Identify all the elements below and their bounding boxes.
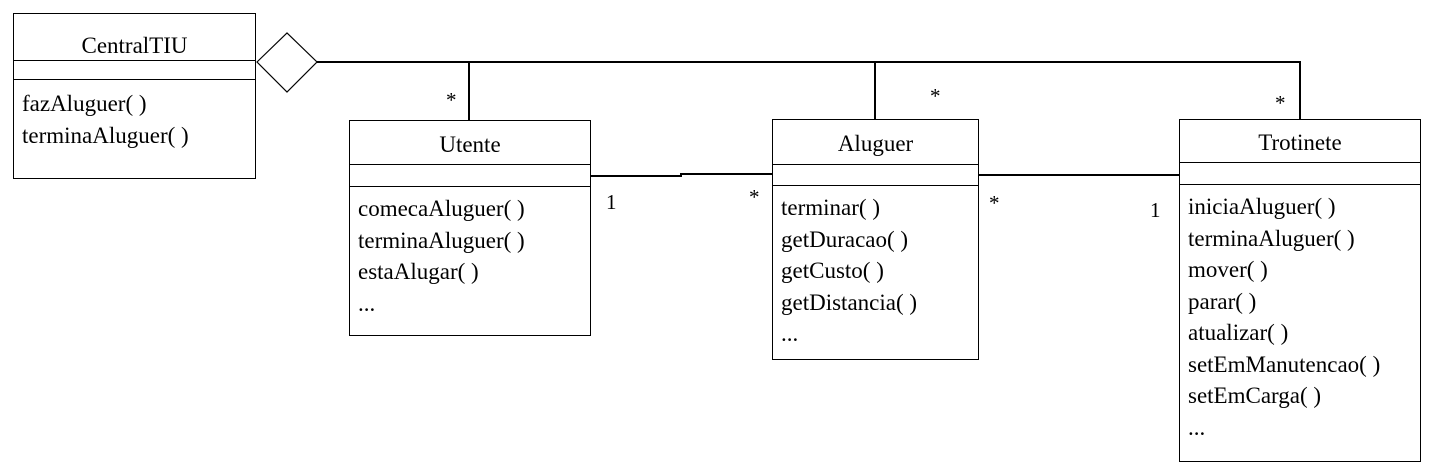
operation: getDistancia( ) <box>781 289 918 315</box>
aggregation-diamond <box>256 32 318 93</box>
operation: iniciaAluguer( ) <box>1188 194 1336 219</box>
operation: ... <box>358 290 376 316</box>
multiplicity-label: * <box>749 185 760 209</box>
operation: estaAlugar( ) <box>358 259 479 284</box>
aggregation-line <box>317 61 1301 119</box>
class-name: CentralTIU <box>14 14 255 61</box>
operation: setEmCarga( ) <box>1188 383 1322 408</box>
operations-compartment: comecaAluguer( ) terminaAluguer( ) estaA… <box>350 187 590 319</box>
operation: getCusto( ) <box>781 258 884 283</box>
operation: atualizar( ) <box>1188 320 1289 345</box>
operations-compartment: fazAluguer( ) terminaAluguer( ) <box>14 80 255 151</box>
class-name: Aluguer <box>773 120 978 165</box>
class-utente: Utente comecaAluguer( ) terminaAluguer( … <box>349 120 591 336</box>
operation: comecaAluguer( ) <box>358 196 525 221</box>
operation: mover( ) <box>1188 257 1268 282</box>
class-name: Utente <box>350 121 590 165</box>
class-trotinete: Trotinete iniciaAluguer( ) terminaAlugue… <box>1179 119 1421 462</box>
operation: terminaAluguer( ) <box>1188 225 1355 251</box>
attributes-compartment <box>14 61 255 80</box>
operation: terminaAluguer( ) <box>22 122 189 148</box>
operations-compartment: terminar( ) getDuracao( ) getCusto( ) ge… <box>773 186 978 350</box>
multiplicity-label: 1 <box>1150 198 1161 222</box>
attributes-compartment <box>1180 163 1420 185</box>
operation: ... <box>1188 414 1206 440</box>
operation: parar( ) <box>1188 288 1257 314</box>
attributes-compartment <box>350 165 590 187</box>
operations-compartment: iniciaAluguer( ) terminaAluguer( ) mover… <box>1180 185 1420 443</box>
multiplicity-label: 1 <box>606 190 617 214</box>
multiplicity-label: * <box>446 88 457 112</box>
class-aluguer: Aluguer terminar( ) getDuracao( ) getCus… <box>772 119 979 360</box>
class-centraltiu: CentralTIU fazAluguer( ) terminaAluguer(… <box>13 13 256 179</box>
association-utente-aluguer <box>591 173 772 177</box>
multiplicity-label: * <box>1275 91 1286 115</box>
operation: getDuracao( ) <box>781 226 909 252</box>
multiplicity-label: * <box>930 84 941 108</box>
operation: fazAluguer( ) <box>22 91 147 116</box>
operation: terminaAluguer( ) <box>358 227 525 253</box>
attributes-compartment <box>773 165 978 186</box>
operation: terminar( ) <box>781 195 880 220</box>
operation: ... <box>781 321 799 346</box>
operation: setEmManutencao( ) <box>1188 351 1381 377</box>
class-name: Trotinete <box>1180 120 1420 163</box>
multiplicity-label: * <box>989 191 1000 215</box>
